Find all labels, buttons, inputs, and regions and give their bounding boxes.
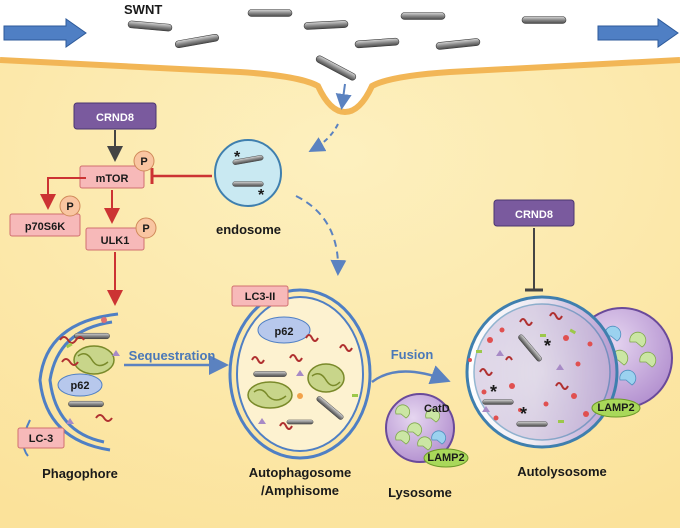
- endosome-label: endosome: [216, 222, 281, 237]
- crnd8-autolysosome-label: CRND8: [515, 209, 553, 221]
- mtor-to-p70s6k-arrow: [40, 177, 86, 210]
- endosome-star-1: *: [234, 149, 241, 166]
- mtor-phospho-label: P: [140, 156, 147, 168]
- cell-cytoplasm: [0, 60, 680, 528]
- p70s6k-box: [9, 213, 81, 237]
- lc3-box: [17, 427, 65, 449]
- lysosome-label: Lysosome: [388, 485, 452, 500]
- swnt-label: SWNT: [124, 2, 162, 17]
- p70s6k-phospho-label: P: [66, 201, 73, 213]
- uptake-arrow-2: [308, 123, 339, 152]
- crnd8-autolysosome-box: [493, 199, 575, 227]
- autolysosome: * * *: [465, 295, 673, 449]
- endosome-star-2: *: [258, 187, 265, 204]
- sequestration-label: Sequestration: [129, 348, 216, 363]
- autophagosome-label-1: Autophagosome: [249, 465, 352, 480]
- phagophore: [22, 312, 120, 457]
- ulk1-phospho: [135, 217, 157, 239]
- endosome: * *: [214, 139, 282, 207]
- autolysosome-star-2: *: [490, 382, 497, 402]
- lysosome: [385, 393, 455, 463]
- catd-label: CatD: [424, 403, 450, 415]
- lc3ii-box: [231, 285, 289, 307]
- lysosome-lamp2-label: LAMP2: [427, 452, 464, 464]
- uptake-arrow-1: [335, 83, 352, 110]
- autolysosome-star-3: *: [520, 404, 527, 424]
- mtor-phospho: [133, 150, 155, 172]
- autolysosome-star-1: *: [544, 336, 551, 356]
- autolysosome-lamp2: [591, 398, 641, 418]
- phagophore-label: Phagophore: [42, 466, 118, 481]
- fusion-arrow: [371, 365, 451, 385]
- autolysosome-lamp2-label: LAMP2: [597, 402, 634, 414]
- mtor-label: mTOR: [96, 173, 129, 185]
- phagophore-p62-label: p62: [71, 380, 90, 392]
- autophagosome-label-2: /Amphisome: [261, 483, 339, 498]
- autophagosome: [228, 288, 372, 460]
- lc3ii-label: LC3-II: [245, 291, 276, 303]
- ulk1-label: ULK1: [101, 235, 130, 247]
- lc3-label: LC-3: [29, 433, 53, 445]
- crnd8-top-box: [73, 102, 157, 130]
- p70s6k-phospho: [59, 195, 81, 217]
- crnd8-top-label: CRND8: [96, 112, 134, 124]
- p70s6k-label: p70S6K: [25, 221, 65, 233]
- right-flow-arrow: [597, 18, 679, 48]
- cell-membrane: [0, 57, 680, 116]
- fusion-label: Fusion: [391, 347, 434, 362]
- ulk1-phospho-label: P: [142, 223, 149, 235]
- autolysosome-label: Autolysosome: [517, 464, 607, 479]
- left-flow-arrow: [3, 18, 87, 48]
- autophagosome-p62-label: p62: [275, 326, 294, 338]
- ulk1-box: [85, 227, 145, 251]
- lysosome-lamp2: [423, 448, 469, 468]
